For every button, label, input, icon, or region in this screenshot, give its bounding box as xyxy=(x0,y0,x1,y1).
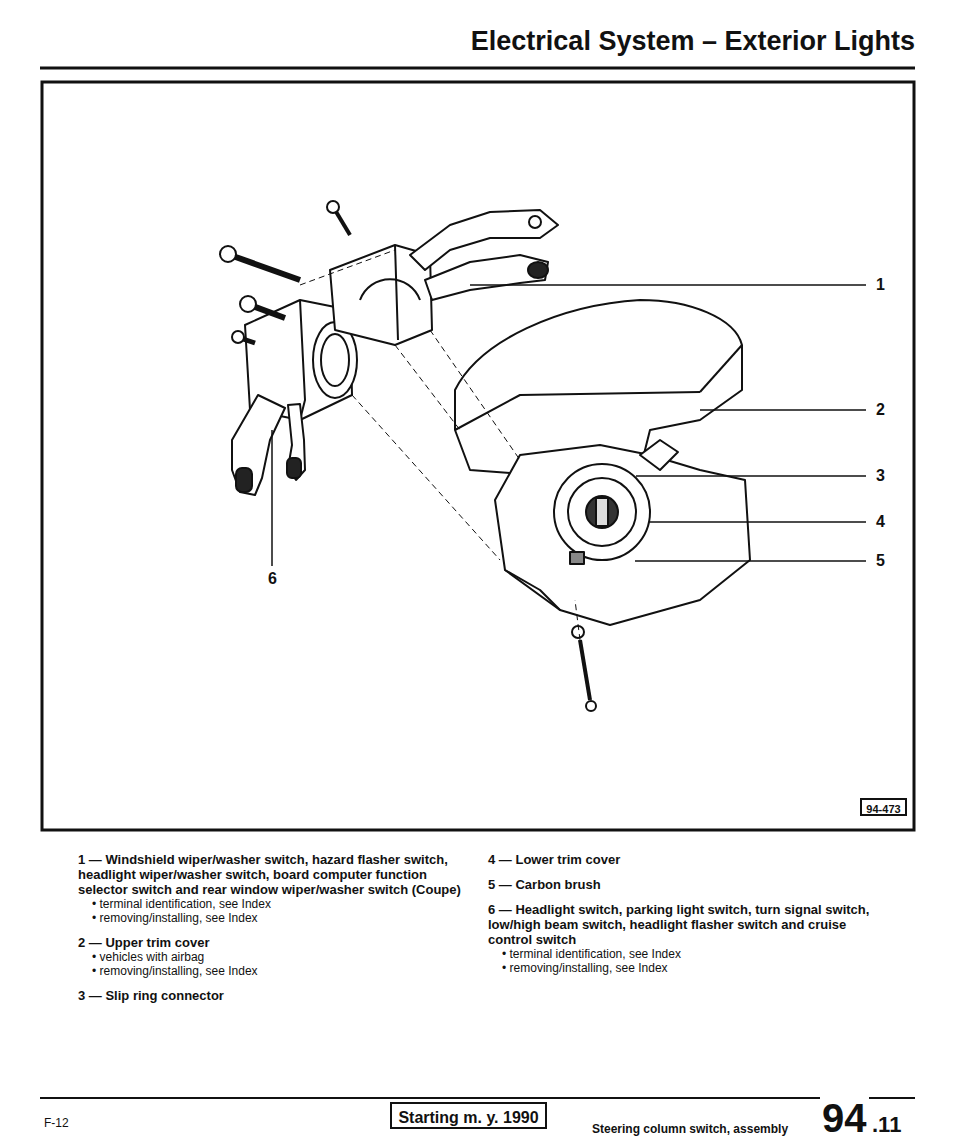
drawing-line xyxy=(470,284,866,286)
drawing-line xyxy=(586,496,618,528)
drawing-line xyxy=(395,345,460,430)
drawing-line xyxy=(240,296,256,312)
drawing-line xyxy=(575,600,580,640)
callout-number: 3 xyxy=(874,467,887,485)
drawing-line xyxy=(635,560,866,562)
callout-number: 1 xyxy=(874,276,887,294)
drawing-line xyxy=(650,521,866,523)
footer-text: F-12 xyxy=(42,1116,71,1130)
drawing-line xyxy=(40,67,915,70)
drawing-line xyxy=(640,440,678,470)
drawing-line xyxy=(360,279,420,300)
drawing-line xyxy=(300,250,395,285)
drawing-line xyxy=(395,245,398,340)
drawing-line xyxy=(232,395,285,495)
part-description: 4 — Lower trim cover xyxy=(488,852,888,867)
footer-text: 94 xyxy=(820,1096,869,1141)
part-description: 1 — Windshield wiper/washer switch, haza… xyxy=(78,852,463,897)
drawing-line xyxy=(700,409,866,411)
parts-list-right: 4 — Lower trim cover 5 — Carbon brush 6 — … xyxy=(488,852,888,975)
drawing-line xyxy=(300,250,580,640)
drawing-line xyxy=(352,395,500,560)
drawing-line xyxy=(300,300,305,420)
drawing-line xyxy=(335,210,350,235)
callout-number: 6 xyxy=(266,570,279,588)
part-description: 6 — Headlight switch, parking light swit… xyxy=(488,902,888,947)
drawing-line xyxy=(596,498,608,526)
drawing-line xyxy=(271,430,273,566)
drawing-line xyxy=(455,392,700,430)
drawing-line xyxy=(495,445,750,625)
part-description: 2 — Upper trim cover xyxy=(78,935,463,950)
drawing-line xyxy=(288,404,305,480)
drawing-line xyxy=(425,255,548,300)
callout-number: 5 xyxy=(874,552,887,570)
footer-text: .11 xyxy=(870,1112,903,1138)
drawing-line xyxy=(529,216,541,228)
parts-list-left: 1 — Windshield wiper/washer switch, haza… xyxy=(78,852,463,1003)
drawing-line xyxy=(505,570,560,610)
drawing-line xyxy=(580,640,590,700)
page-title: Electrical System – Exterior Lights xyxy=(471,26,915,57)
drawing-line xyxy=(232,331,244,343)
drawing-line xyxy=(40,1097,915,1099)
drawing-line xyxy=(327,201,339,213)
box-text: Starting m. y. 1990 xyxy=(398,1109,538,1126)
note-bullet: • removing/installing, see Index xyxy=(78,964,463,978)
figure-number-box: 94-473 xyxy=(860,798,907,816)
drawing-line xyxy=(528,262,548,278)
drawing-line xyxy=(700,345,742,392)
part-description: 5 — Carbon brush xyxy=(488,877,888,892)
drawing-line xyxy=(42,82,914,830)
footer-text: Steering column switch, assembly xyxy=(590,1122,790,1136)
note-bullet: • vehicles with airbag xyxy=(78,950,463,964)
drawing-line xyxy=(220,201,750,711)
note-bullet: • terminal identification, see Index xyxy=(78,897,463,911)
drawing-line xyxy=(272,285,866,566)
note-bullet: • removing/installing, see Index xyxy=(78,911,463,925)
note-bullet: • terminal identification, see Index xyxy=(488,947,888,961)
drawing-line xyxy=(220,246,236,262)
drawing-line xyxy=(586,701,596,711)
drawing-line xyxy=(230,255,300,280)
drawing-line xyxy=(287,458,301,478)
box-text: 94-473 xyxy=(866,803,900,815)
part-description: 3 — Slip ring connector xyxy=(78,988,463,1003)
note-bullet: • removing/installing, see Index xyxy=(488,961,888,975)
drawing-line xyxy=(430,330,520,460)
drawing-line xyxy=(568,478,636,546)
model-year-box: Starting m. y. 1990 xyxy=(390,1102,547,1129)
drawing-line xyxy=(636,475,866,477)
drawing-line xyxy=(321,334,349,386)
callout-number: 2 xyxy=(874,401,887,419)
drawing-line xyxy=(554,464,650,560)
drawing-line xyxy=(236,468,252,492)
callout-number: 4 xyxy=(874,513,887,531)
drawing-line xyxy=(570,552,584,564)
